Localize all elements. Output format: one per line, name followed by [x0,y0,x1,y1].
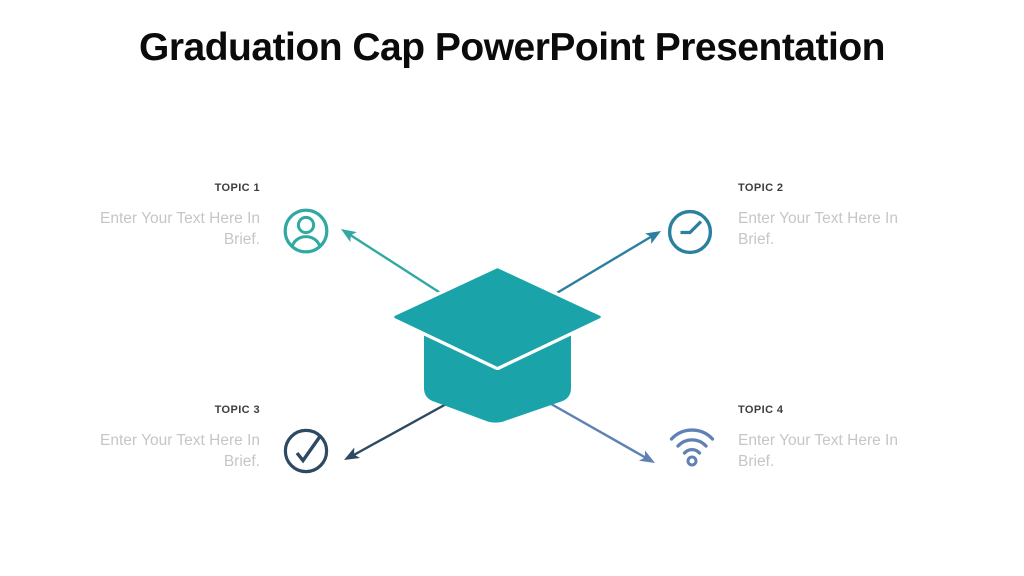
arrowhead [638,450,655,463]
clock-icon [667,209,713,255]
slide-title: Graduation Cap PowerPoint Presentation [139,26,885,69]
graduation-cap-icon [391,265,604,423]
topic-1-text: Enter Your Text Here In Brief. [100,210,260,248]
topic-3-block: TOPIC 3 Enter Your Text Here In Brief. [90,404,260,472]
topic-2-label: TOPIC 2 [738,182,784,194]
arrowhead [645,231,661,244]
check-circle-icon [283,428,329,474]
wifi-icon [669,428,715,467]
topic-2-block: TOPIC 2 Enter Your Text Here In Brief. [738,182,908,250]
arrowhead [344,447,361,460]
topic-1-label: TOPIC 1 [214,182,260,194]
topic-4-label: TOPIC 4 [738,404,784,416]
user-icon [283,208,329,254]
topic-4-text: Enter Your Text Here In Brief. [738,432,898,470]
topic-3-label: TOPIC 3 [214,404,260,416]
cap-board [394,268,601,367]
topic-2-text: Enter Your Text Here In Brief. [738,210,898,248]
topic-1-block: TOPIC 1 Enter Your Text Here In Brief. [90,182,260,250]
cap-base [424,330,571,423]
topic-3-text: Enter Your Text Here In Brief. [100,432,260,470]
topic-4-block: TOPIC 4 Enter Your Text Here In Brief. [738,404,908,472]
arrowhead [341,229,357,243]
